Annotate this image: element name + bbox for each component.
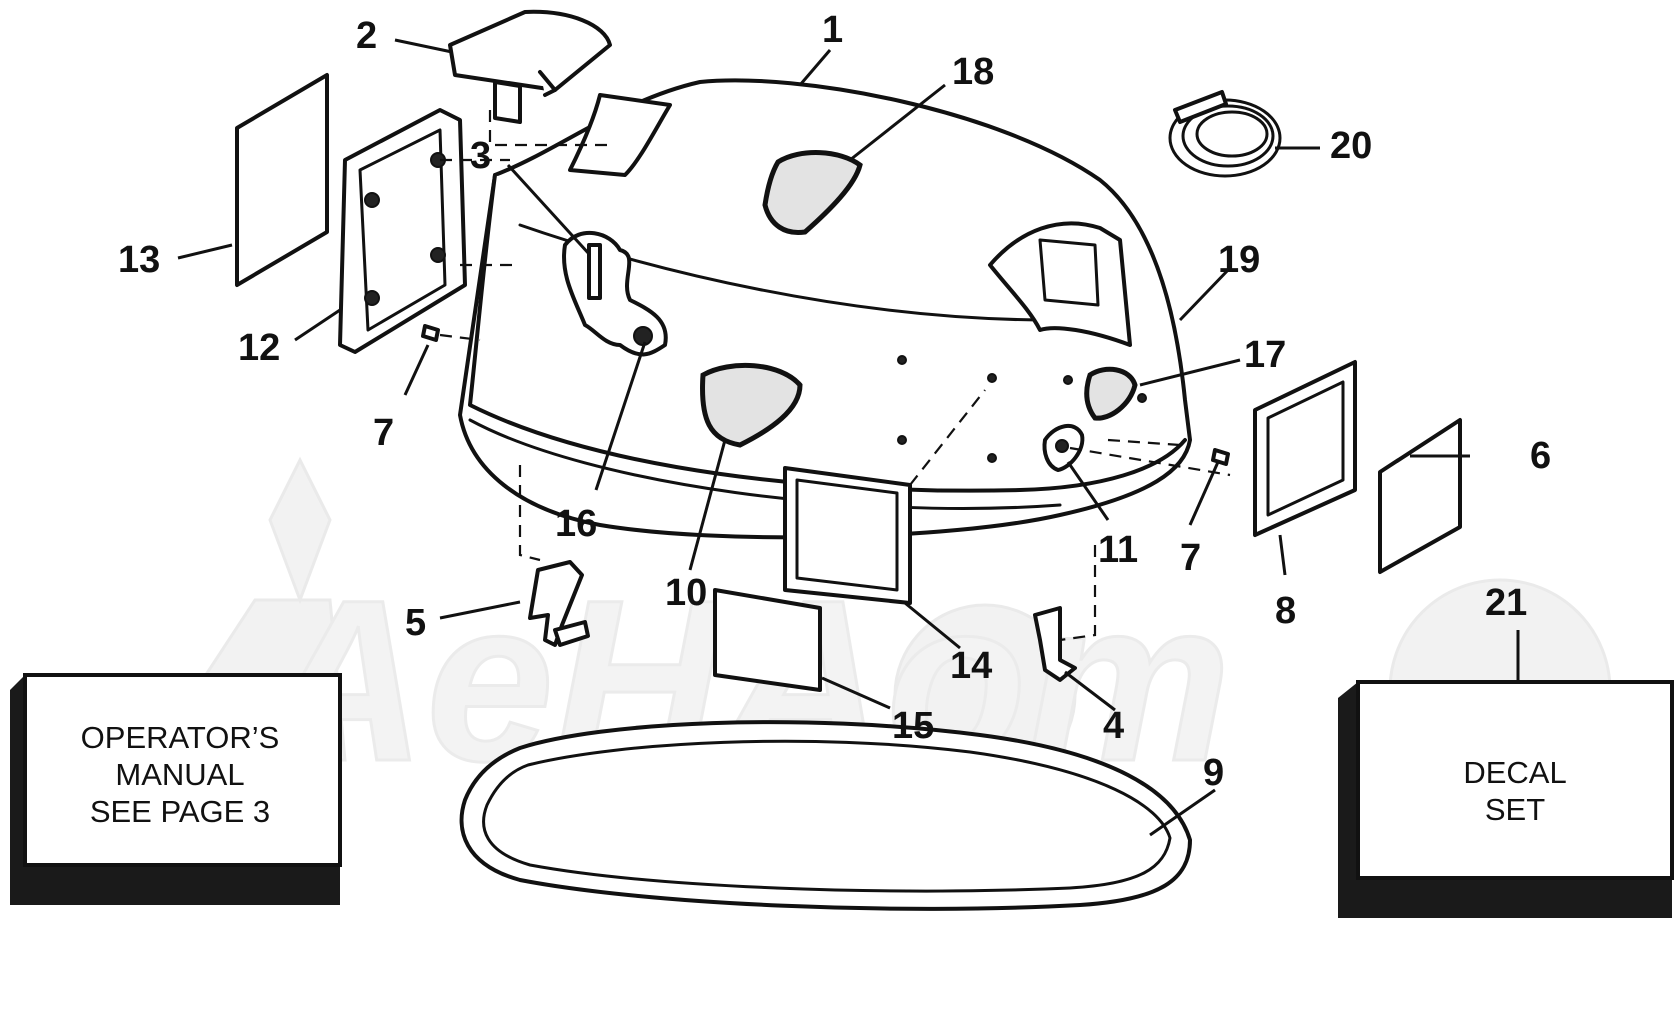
decal-box: DECAL SET (1338, 680, 1674, 918)
callout-7-right: 7 (1180, 537, 1201, 579)
decal-box-line-1: DECAL (1463, 755, 1566, 790)
callout-8: 8 (1275, 590, 1296, 632)
callout-16: 16 (555, 503, 597, 545)
callout-21: 21 (1485, 582, 1527, 624)
callout-5: 5 (405, 602, 426, 644)
latch-assembly (562, 230, 668, 357)
callout-7-left: 7 (373, 412, 394, 454)
manual-box-line-3: SEE PAGE 3 (90, 794, 270, 829)
rear-decal (713, 588, 822, 692)
callout-1: 1 (822, 9, 843, 51)
callout-3: 3 (470, 135, 491, 177)
side-frame (338, 108, 467, 354)
manual-box-line-1: OPERATOR’S (81, 720, 280, 755)
rear-frame (783, 466, 912, 605)
leader-lines (177, 38, 1520, 837)
callout-13: 13 (118, 239, 160, 281)
side-frame-right (1253, 360, 1357, 537)
callout-10: 10 (665, 572, 707, 614)
callout-2: 2 (356, 15, 377, 57)
intake-cap (448, 9, 612, 124)
right-decal (1378, 418, 1462, 574)
acoustic-foam-pads (699, 150, 1138, 448)
callouts: 1 2 3 4 5 6 7 7 8 9 10 11 12 13 14 15 16… (118, 9, 1551, 794)
manual-box: OPERATOR’S MANUAL SEE PAGE 3 (10, 673, 342, 905)
callout-6: 6 (1530, 435, 1551, 477)
clip (1042, 424, 1085, 472)
callout-19: 19 (1218, 239, 1260, 281)
rivets (421, 324, 1230, 466)
engine-cover (458, 78, 1192, 540)
lanyard-cable (1168, 90, 1282, 178)
bracket-front (528, 560, 590, 647)
callout-9: 9 (1203, 752, 1224, 794)
side-decal (235, 73, 329, 287)
decal-box-line-2: SET (1485, 792, 1545, 827)
callout-12: 12 (238, 327, 280, 369)
callout-18: 18 (952, 51, 994, 93)
callout-17: 17 (1244, 334, 1286, 376)
callout-4: 4 (1103, 705, 1124, 747)
alignment-lines (439, 110, 1231, 642)
callout-15: 15 (892, 705, 934, 747)
callout-14: 14 (950, 645, 992, 687)
cover-seal (459, 720, 1192, 911)
callout-11: 11 (1098, 529, 1138, 571)
callout-20: 20 (1330, 125, 1372, 167)
manual-box-line-2: MANUAL (115, 757, 244, 792)
